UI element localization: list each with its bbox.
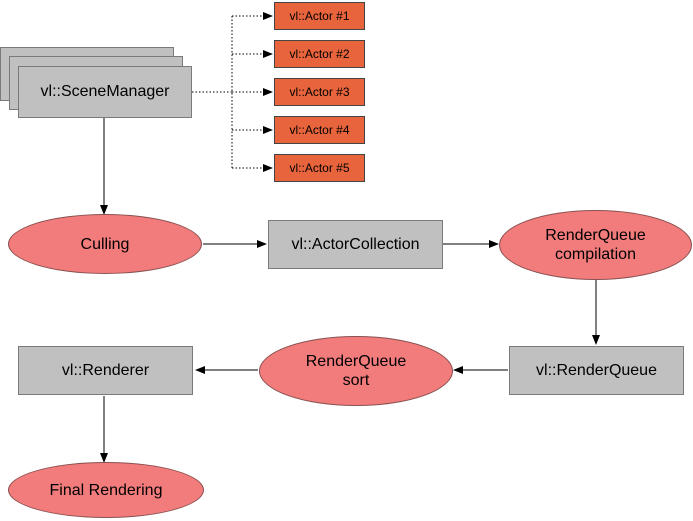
renderqueue-sort-label-line1: RenderQueue — [305, 353, 407, 370]
actor-label: vl::Actor #2 — [289, 47, 350, 61]
renderqueue-compilation-label-line2: compilation — [555, 246, 636, 263]
scene-manager-label: vl::SceneManager — [40, 83, 170, 100]
actor-label: vl::Actor #4 — [289, 123, 350, 137]
renderqueue-compilation-node: RenderQueue compilation — [499, 210, 692, 280]
renderqueue-sort-node: RenderQueue sort — [259, 336, 453, 406]
culling-node: Culling — [8, 214, 202, 274]
render-queue-node: vl::RenderQueue — [509, 346, 684, 395]
renderqueue-compilation-label-line1: RenderQueue — [545, 227, 646, 244]
actor-node-4: vl::Actor #4 — [274, 116, 365, 144]
actor-node-5: vl::Actor #5 — [274, 154, 365, 182]
actor-collection-node: vl::ActorCollection — [268, 220, 443, 269]
renderer-node: vl::Renderer — [18, 346, 193, 395]
culling-label: Culling — [80, 235, 130, 253]
actor-collection-label: vl::ActorCollection — [291, 235, 420, 253]
actor-label: vl::Actor #5 — [289, 161, 350, 175]
render-queue-label: vl::RenderQueue — [536, 361, 657, 379]
scene-manager-node: vl::SceneManager — [18, 66, 192, 118]
renderqueue-sort-label-line2: sort — [342, 372, 370, 389]
scene-to-actors-connectors — [192, 12, 273, 172]
actor-node-2: vl::Actor #2 — [274, 40, 365, 68]
actor-label: vl::Actor #1 — [289, 9, 350, 23]
actor-label: vl::Actor #3 — [289, 85, 350, 99]
final-rendering-node: Final Rendering — [8, 462, 204, 518]
actor-node-1: vl::Actor #1 — [274, 2, 365, 30]
final-rendering-label: Final Rendering — [49, 481, 163, 499]
renderer-label: vl::Renderer — [61, 361, 150, 379]
actor-node-3: vl::Actor #3 — [274, 78, 365, 106]
